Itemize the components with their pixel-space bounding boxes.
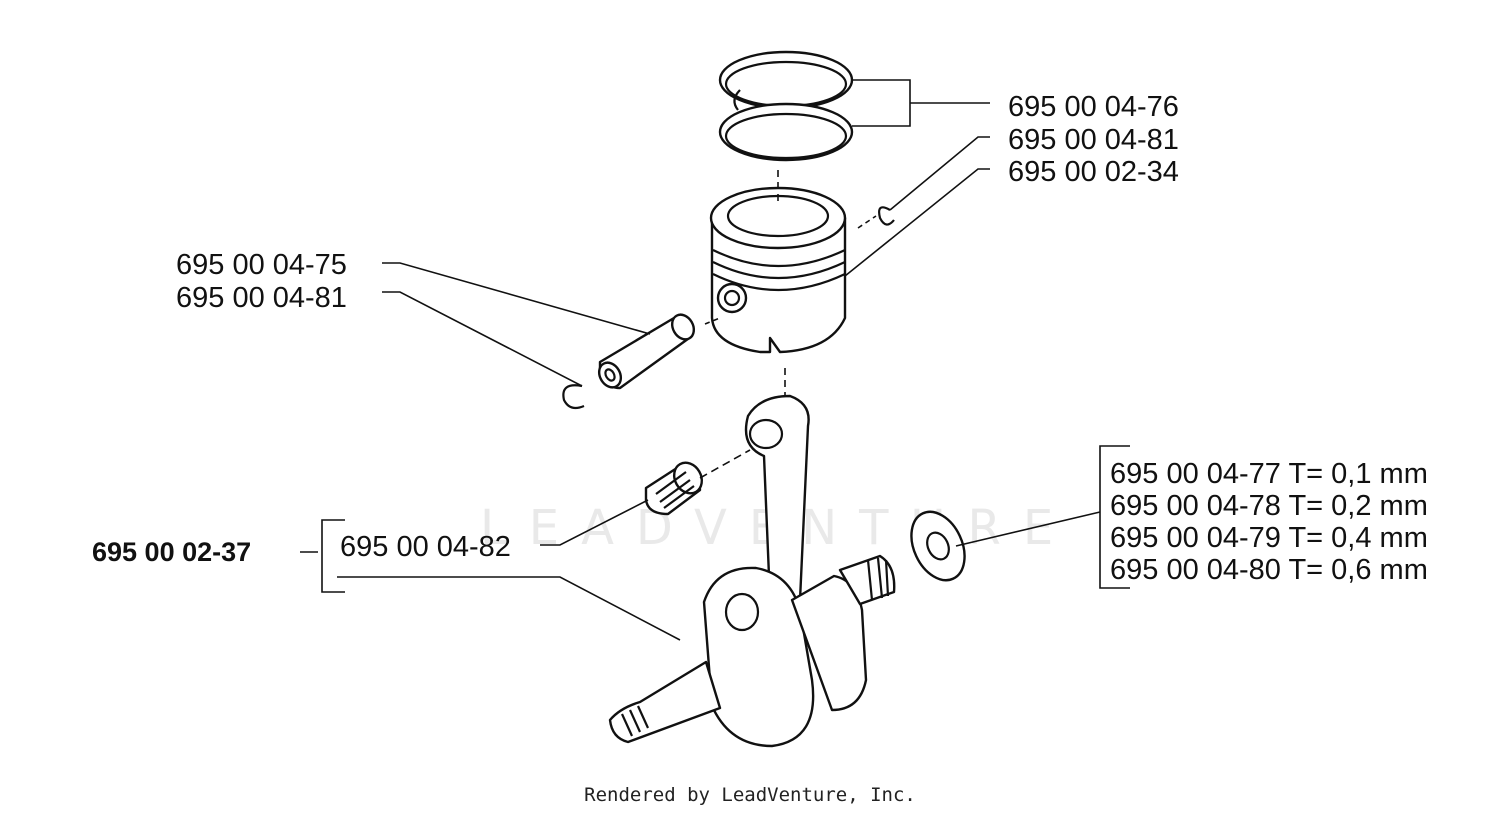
left-circlip-drawing	[562, 384, 585, 410]
needle-bearing-drawing	[644, 461, 704, 516]
crankshaft-drawing	[608, 554, 896, 748]
right-circlip-drawing	[878, 206, 895, 226]
label-piston: 695 00 02-34	[1008, 156, 1179, 188]
label-shim-0-2: 695 00 04-78 T= 0,2 mm	[1110, 490, 1428, 522]
label-piston-rings: 695 00 04-76	[1008, 91, 1179, 123]
piston-drawing	[709, 186, 847, 354]
label-crankshaft-assembly: 695 00 02-37	[92, 537, 252, 567]
label-shim-0-6: 695 00 04-80 T= 0,6 mm	[1110, 554, 1428, 586]
label-needle-bearing: 695 00 04-82	[340, 531, 511, 563]
label-shim-0-1: 695 00 04-77 T= 0,1 mm	[1110, 458, 1428, 490]
shim-washer-drawing	[910, 510, 966, 582]
leader-lines	[300, 79, 1130, 641]
piston-pin-drawing	[597, 313, 696, 390]
assembly-axes	[699, 170, 877, 479]
footer-credit: Rendered by LeadVenture, Inc.	[584, 784, 916, 806]
label-circlip-right: 695 00 04-81	[1008, 124, 1179, 156]
label-shim-0-4: 695 00 04-79 T= 0,4 mm	[1110, 522, 1428, 554]
label-piston-pin: 695 00 04-75	[176, 249, 347, 281]
connecting-rod-drawing	[744, 394, 810, 602]
label-circlip-left: 695 00 04-81	[176, 282, 347, 314]
piston-rings-drawing	[718, 50, 854, 162]
